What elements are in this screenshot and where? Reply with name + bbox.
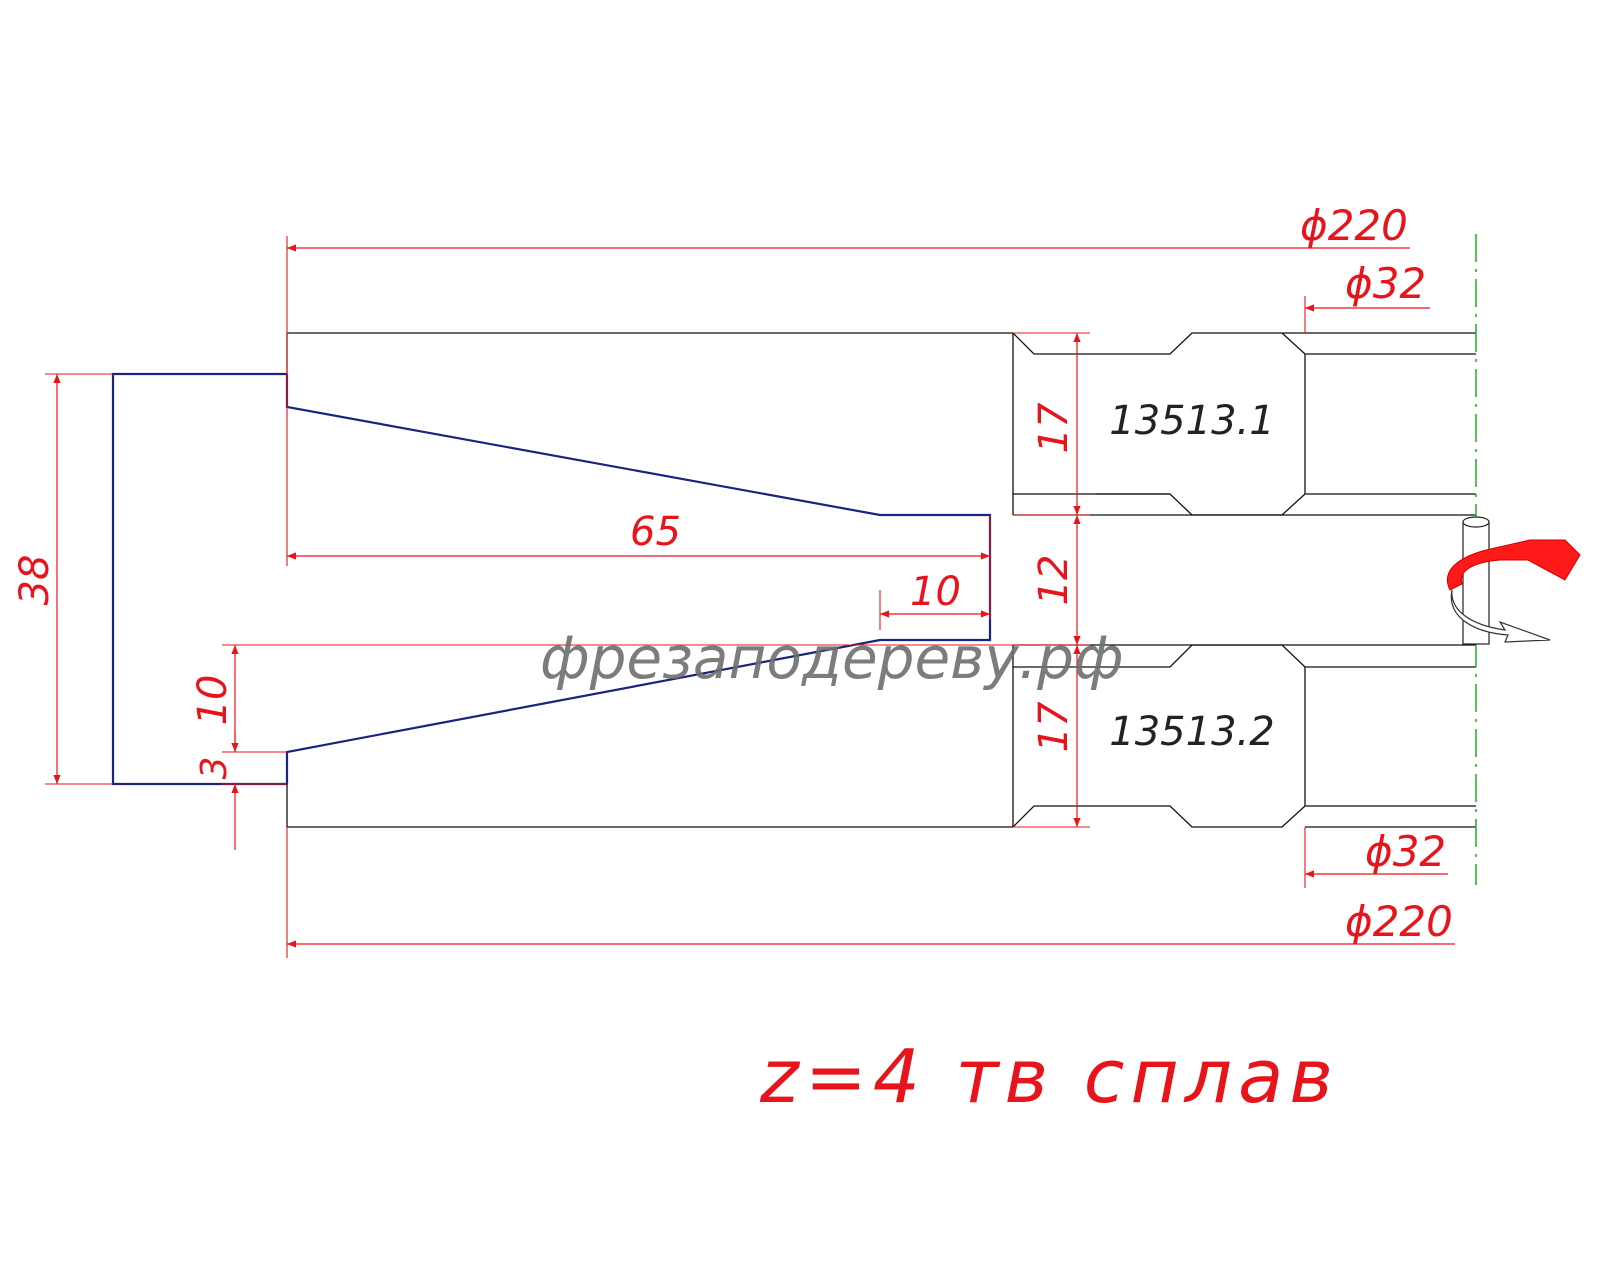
dim-groove: 12 — [1031, 555, 1077, 606]
dim-dia-bottom: ϕ220 — [1345, 897, 1453, 946]
dim-knife-top: 17 — [1031, 402, 1077, 453]
rotation-arrow-icon — [1446, 516, 1581, 645]
dim-knife-bottom: 17 — [1031, 701, 1077, 752]
dim-length: 65 — [630, 509, 681, 555]
dim-bevel: 10 — [190, 675, 236, 726]
dim-bore-bottom: ϕ32 — [1365, 827, 1446, 876]
extension-lines — [45, 236, 1306, 958]
knife-block-lower — [1013, 644, 1476, 668]
dim-height: 38 — [12, 555, 58, 606]
watermark: фрезаподереву.рф — [540, 624, 1124, 692]
part-number-lower: 13513.2 — [1109, 709, 1274, 755]
dim-step: 3 — [194, 757, 235, 780]
profile-contour — [111, 372, 992, 786]
dim-tip-width: 10 — [910, 569, 961, 615]
dim-dia-top: ϕ220 — [1300, 201, 1408, 250]
dimension-lines — [53, 244, 1455, 948]
knife-block-upper — [1012, 332, 1476, 355]
dim-bore-top: ϕ32 — [1345, 259, 1426, 308]
part-number-upper: 13513.1 — [1109, 398, 1274, 444]
cutter-body-outline — [286, 332, 1476, 828]
note-teeth-material: z=4 тв сплав — [759, 1034, 1339, 1120]
